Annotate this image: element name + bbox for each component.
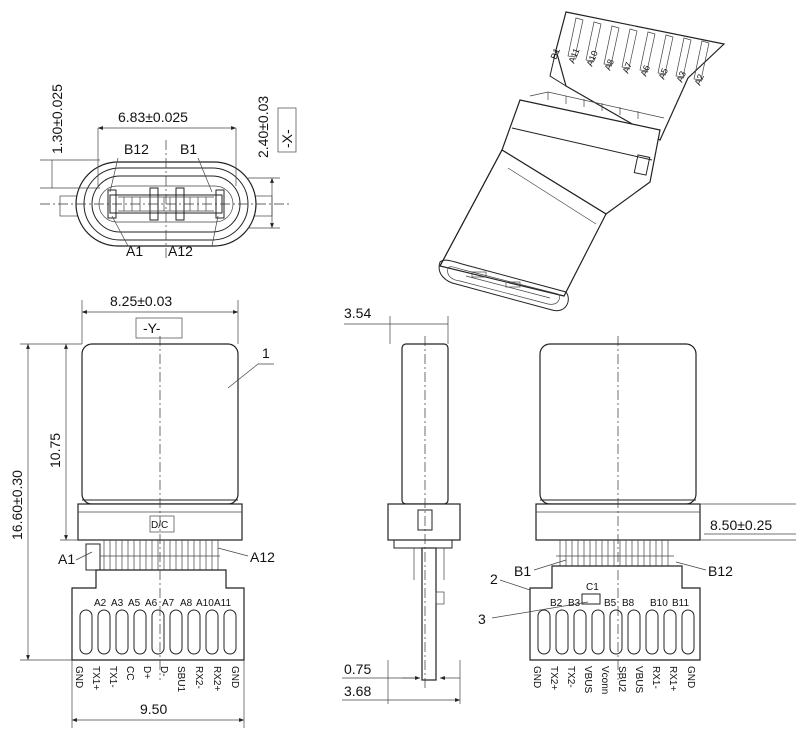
signal-label: RX2- (193, 666, 204, 689)
signal-label: SBU1 (175, 666, 186, 693)
pad-pin-label: B8 (622, 598, 635, 609)
bottom-pin-b12: B12 (708, 563, 733, 579)
bottom-contacts (556, 540, 674, 566)
datum-x: -X- (279, 129, 295, 148)
iso-pin-label: A8 (603, 58, 616, 72)
signal-label: SBU2 (616, 666, 627, 693)
signal-label: Vconn (599, 666, 610, 694)
pad-pin-label: A10 (196, 598, 214, 609)
pad-pin-label: B3 (568, 598, 581, 609)
top-signal-labels: GND TX1+ TX1- CC D+ D- SBU1 RX2- RX2+ GN… (73, 666, 240, 693)
side-view: 3.54 0.75 3.68 (342, 305, 461, 704)
top-pad-pin-labels: A2 A3 A5 A6 A7 A8 A10 A11 (94, 598, 231, 609)
callout-2: 2 (490, 571, 498, 587)
signal-label: GND (685, 666, 696, 688)
dim-body-width: 8.25±0.03 (110, 293, 172, 309)
iso-pin-label: A2 (693, 73, 706, 87)
bottom-signal-labels: GND TX2+ TX2- VBUS Vconn SBU2 VBUS RX1- … (531, 666, 696, 694)
iso-pin-label: A7 (621, 61, 634, 75)
signal-label: TX2+ (548, 666, 559, 690)
front-pin-a12: A12 (168, 243, 193, 259)
pad-pin-label: A2 (94, 598, 107, 609)
bottom-pad-pin-labels: B2 B3 B5 B8 B10 B11 (550, 598, 689, 609)
pad-pin-label: B2 (550, 598, 563, 609)
iso-pin-label: B1 (549, 47, 562, 61)
top-contacts (85, 540, 220, 571)
top-pads (79, 609, 237, 655)
dim-pcb-width: 9.50 (140, 701, 167, 717)
front-pin-b1: B1 (180, 141, 197, 157)
callout-3: 3 (478, 611, 486, 627)
iso-pin-labels: B1 A11 A10 A8 A7 A6 A5 A3 A2 (549, 47, 706, 87)
pad-pin-label: A6 (145, 598, 158, 609)
pad-pin-label: A3 (111, 598, 124, 609)
pad-pin-label: A7 (162, 598, 175, 609)
signal-label: TX1+ (90, 666, 101, 690)
bottom-view: C1 B2 B3 B5 B8 B10 B11 GND TX2+ TX2- VBU… (478, 336, 796, 694)
signal-label: TX2- (565, 666, 576, 688)
top-pin-a1: A1 (58, 551, 75, 567)
datum-y: -Y- (143, 320, 161, 336)
bottom-pads (537, 609, 695, 655)
dim-opening-height: 2.40±0.03 (255, 96, 271, 158)
cap-c1: C1 (586, 582, 599, 593)
callout-1: 1 (262, 345, 270, 361)
iso-pin-label: A6 (639, 64, 652, 78)
signal-label: RX1+ (667, 666, 678, 691)
bottom-pin-b1: B1 (514, 563, 531, 579)
pad-pin-label: B5 (604, 598, 617, 609)
front-pin-a1: A1 (126, 243, 143, 259)
front-pin-b12: B12 (124, 141, 149, 157)
dim-side-base: 3.68 (344, 683, 371, 699)
signal-label: GND (531, 666, 542, 688)
signal-label: RX1- (650, 666, 661, 689)
signal-label: VBUS (633, 666, 644, 694)
top-view: 8.25±0.03 -Y- D/C A2 (9, 293, 275, 728)
iso-pin-label: A5 (657, 67, 670, 81)
pad-pin-label: A5 (128, 598, 141, 609)
pad-pin-label: B11 (672, 598, 689, 609)
date-code: D/C (151, 520, 168, 531)
signal-label: CC (124, 666, 135, 680)
signal-label: VBUS (582, 666, 593, 694)
signal-label: RX2+ (211, 666, 222, 691)
pad-pin-label: A11 (214, 598, 231, 609)
dim-opening-width: 6.83±0.025 (118, 109, 188, 125)
dim-overall-length: 16.60±0.30 (9, 470, 25, 540)
dim-side-thickness: 3.54 (344, 305, 371, 321)
pad-pin-label: B10 (650, 598, 668, 609)
iso-pin-label: A3 (675, 70, 688, 84)
dim-shell-length: 10.75 (47, 433, 63, 468)
iso-view: B1 A11 A10 A8 A7 A6 A5 A3 A2 (438, 11, 726, 312)
signal-label: GND (229, 666, 240, 688)
top-pin-a12: A12 (250, 549, 275, 565)
signal-label: D+ (141, 666, 152, 679)
dim-side-tab: 0.75 (344, 661, 371, 677)
signal-label: GND (73, 666, 84, 688)
front-view: 6.83±0.025 1.30±0.025 2.40±0.03 -X- B12 … (40, 84, 297, 260)
iso-pads (567, 17, 710, 81)
dim-overmold-width: 8.50±0.25 (710, 517, 772, 533)
pad-pin-label: A8 (180, 598, 193, 609)
dim-thickness-total: 1.30±0.025 (49, 84, 65, 154)
signal-label: TX1- (107, 666, 118, 688)
signal-label: D- (158, 666, 169, 677)
